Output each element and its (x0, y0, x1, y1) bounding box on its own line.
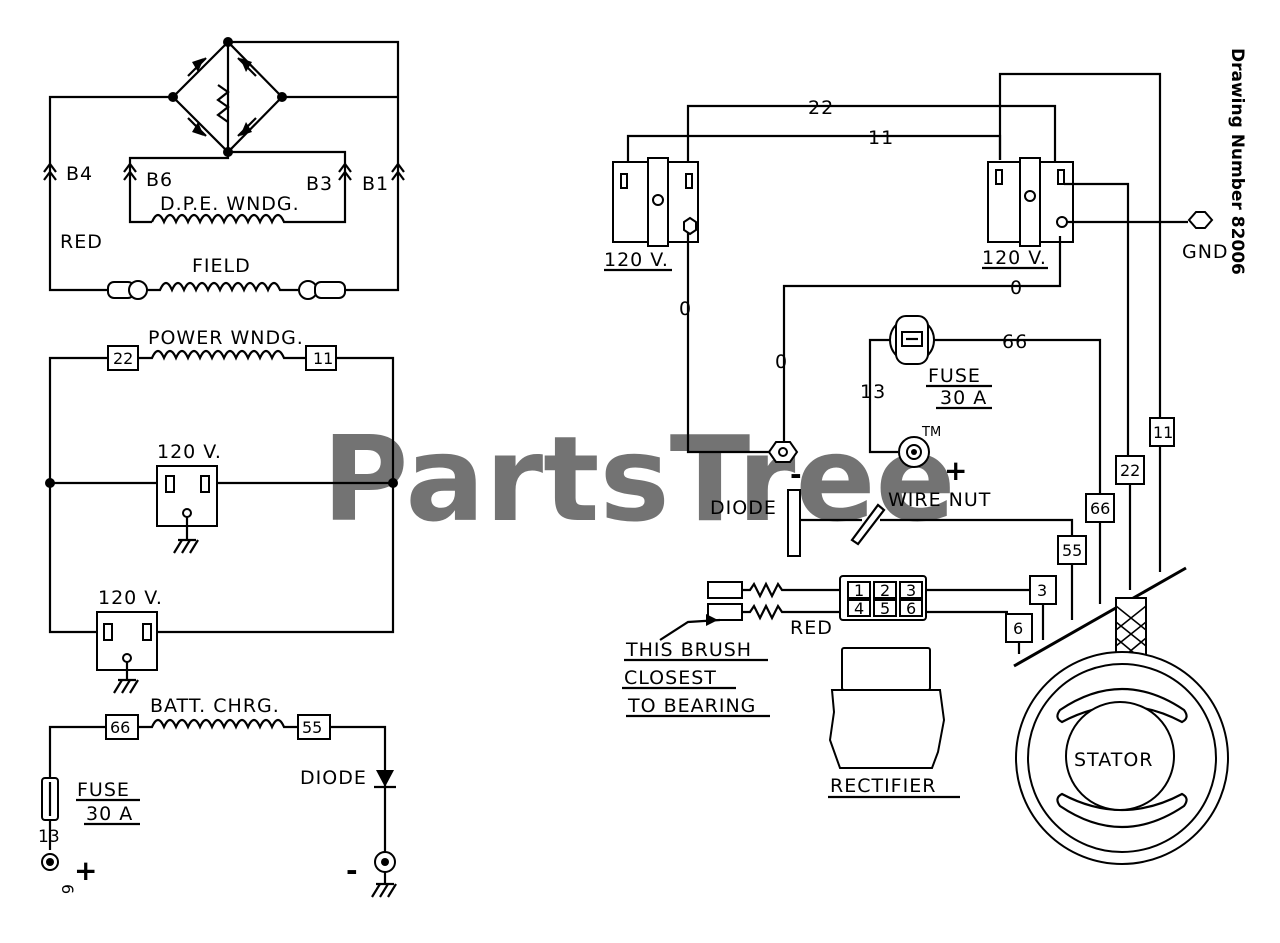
wiring-fuse-rating: 30 A (940, 387, 987, 409)
brush-red-label: RED (790, 617, 833, 639)
schematic-panel: B4 B6 B3 B1 D.P.E. WNDG. RED FIELD POWER… (38, 37, 405, 898)
b3-connector-icon (338, 162, 352, 181)
outlet-top-label: 120 V. (157, 441, 222, 463)
wire-nut-icon (850, 503, 886, 546)
wire-22-label: 22 (808, 97, 834, 119)
wire-66-label: 66 (1002, 331, 1028, 353)
rectifier-icon (828, 647, 946, 769)
b3-label: B3 (306, 173, 333, 195)
b6-label: B6 (146, 169, 173, 191)
wiring-diode-label: DIODE (710, 497, 777, 519)
fuse-holder (889, 315, 935, 365)
wire-6-label: 6 (58, 884, 77, 894)
wire-o-right-label: 0 (1010, 277, 1023, 299)
pin-1: 1 (854, 581, 864, 600)
receptacle-left-label: 120 V. (604, 249, 669, 271)
wire-tag-55: 55 (302, 718, 322, 737)
wiring-fuse-label: FUSE (928, 365, 981, 387)
pin-4: 4 (854, 599, 864, 618)
receptacle-left (612, 157, 699, 247)
wire-tag-11: 11 (313, 349, 333, 368)
field-label: FIELD (192, 255, 251, 277)
dpe-coil-icon (150, 213, 290, 225)
negative-sign: - (346, 854, 358, 887)
drawing-number: Drawing Number 82006 (1227, 48, 1247, 275)
tag-66: 66 (1090, 499, 1110, 518)
diode-icon (376, 770, 394, 787)
tag-11: 11 (1153, 423, 1173, 442)
pin-3: 3 (906, 581, 916, 600)
battery-coil-icon (138, 718, 298, 730)
b4-label: B4 (66, 163, 93, 185)
stator-label: STATOR (1074, 749, 1153, 771)
receptacle-right (987, 157, 1074, 247)
ground-terminal-icon (1187, 211, 1214, 229)
power-coil-icon (138, 349, 306, 361)
dpe-winding-label: D.P.E. WNDG. (160, 193, 300, 215)
pin-2: 2 (880, 581, 890, 600)
battery-charge-label: BATT. CHRG. (150, 695, 280, 717)
wire-13-wiring-label: 13 (860, 381, 886, 403)
diode-body-icon (787, 489, 801, 557)
diode-label: DIODE (300, 767, 367, 789)
wire-o-left-label: 0 (679, 298, 692, 320)
outlet-bottom-label: 120 V. (98, 587, 163, 609)
b6-connector-icon (123, 162, 137, 181)
wire-o-mid-label: 0 (775, 351, 788, 373)
wiring-positive-sign: + (944, 454, 967, 487)
fuse-rating-label: 30 A (86, 803, 133, 825)
power-winding-label: POWER WNDG. (148, 327, 304, 349)
wire-tag-66: 66 (110, 718, 130, 737)
bridge-rectifier (48, 37, 400, 292)
brush-note-line1: THIS BRUSH (625, 639, 752, 661)
b4-connector-icon (43, 162, 57, 181)
pin-6: 6 (906, 599, 916, 618)
field-coil (107, 280, 346, 300)
wire-tag-22: 22 (113, 349, 133, 368)
receptacle-right-label: 120 V. (982, 247, 1047, 269)
tag-3: 3 (1037, 581, 1047, 600)
wire-11-label: 11 (868, 127, 894, 149)
tag-22: 22 (1120, 461, 1140, 480)
tag-6: 6 (1013, 619, 1023, 638)
wire-nut-label: WIRE NUT (888, 489, 991, 511)
wiring-panel: 22 11 120 V. 120 V. GND (604, 72, 1229, 865)
ground-label: GND (1182, 241, 1229, 263)
red-wire-label: RED (60, 231, 103, 253)
fuse-label: FUSE (77, 779, 130, 801)
stator-icon (1015, 597, 1229, 865)
brush-assembly (707, 581, 842, 621)
trademark-mark: TM (921, 425, 941, 440)
pin-5: 5 (880, 599, 890, 618)
brush-note-line2: CLOSEST (624, 667, 717, 689)
positive-sign: + (74, 854, 97, 887)
wiring-negative-sign: - (790, 458, 802, 491)
rectifier-label: RECTIFIER (830, 775, 936, 797)
b1-label: B1 (362, 173, 389, 195)
tag-55: 55 (1062, 541, 1082, 560)
b1-connector-icon (391, 162, 405, 181)
wire-13-label: 13 (38, 827, 60, 847)
partstree-watermark: PartsTree (322, 410, 956, 548)
brush-note-line3: TO BEARING (627, 695, 756, 717)
rectifier-connector: 1 2 3 4 5 6 (839, 575, 927, 621)
mounting-bracket (1013, 566, 1187, 668)
